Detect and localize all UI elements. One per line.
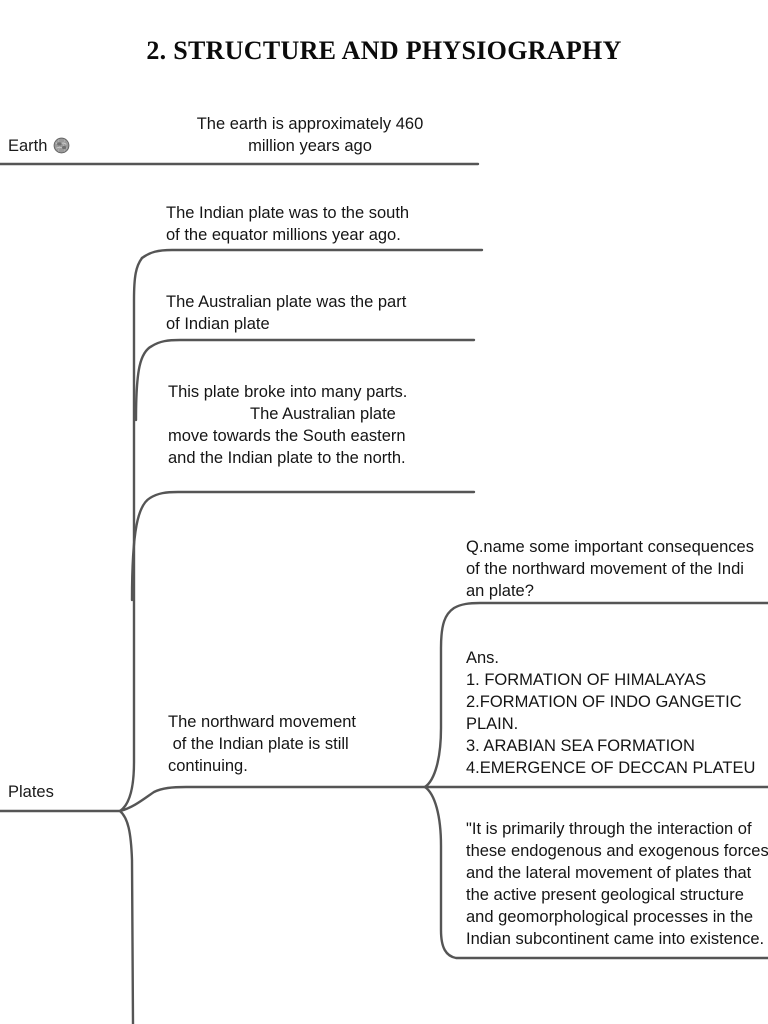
text-australian-plate-part: The Australian plate was the part of Ind…	[166, 292, 476, 336]
text-line: Ans.	[466, 649, 500, 667]
text-line: "It is primarily through the interaction…	[466, 820, 752, 838]
text-line: of the Indian plate is still	[168, 734, 349, 753]
text-line: an plate?	[466, 581, 534, 600]
text-line: The earth is approximately 460	[196, 115, 424, 133]
node-plates-label: Plates	[8, 783, 54, 801]
text-line: 3. ARABIAN SEA FORMATION	[466, 736, 695, 755]
branch-line-indian-plate	[140, 248, 484, 260]
text-indian-plate-south: The Indian plate was to the south of the…	[166, 203, 476, 247]
trunk-lower	[118, 809, 135, 1024]
branch-line-plate-broke	[130, 490, 476, 602]
text-line: and the Indian plate to the north.	[168, 448, 406, 467]
text-line: PLAIN.	[466, 714, 519, 733]
text-line: The Australian plate	[250, 404, 396, 423]
text-line: continuing.	[168, 756, 248, 775]
text-line: The Indian plate was to the south	[166, 204, 410, 222]
text-line: 4.EMERGENCE OF DECCAN PLATEU	[466, 758, 756, 777]
text-line: The northward movement	[168, 713, 357, 731]
text-line: Q.name some important consequences	[466, 538, 754, 556]
text-northward-movement: The northward movement of the Indian pla…	[168, 712, 468, 778]
text-line: This plate broke into many parts.	[168, 383, 408, 401]
text-quote: "It is primarily through the interaction…	[466, 819, 768, 951]
text-earth-fact: The earth is approximately 460 million y…	[170, 114, 450, 158]
node-earth-label: Earth	[8, 137, 48, 155]
text-line: 2.FORMATION OF INDO GANGETIC	[466, 692, 742, 711]
text-line: and geomorphological processes in the	[466, 907, 754, 926]
text-line: these endogenous and exogenous forces	[466, 841, 768, 860]
main-trunk	[118, 256, 144, 813]
text-line: of the equator millions year ago.	[166, 225, 401, 244]
text-line: the active present geological structure	[466, 885, 744, 904]
page-title: 2. STRUCTURE AND PHYSIOGRAPHY	[146, 36, 622, 65]
text-question: Q.name some important consequences of th…	[466, 537, 766, 603]
text-answer-list: Ans. 1. FORMATION OF HIMALAYAS 2.FORMATI…	[466, 648, 766, 780]
text-plate-broke: This plate broke into many parts. The Au…	[168, 382, 478, 470]
text-line: million years ago	[248, 136, 372, 155]
branch-line-northward	[118, 785, 427, 813]
node-earth[interactable]: Earth	[8, 137, 70, 156]
text-line: move towards the South eastern	[168, 426, 406, 445]
text-line: of Indian plate	[166, 314, 270, 333]
text-line: 1. FORMATION OF HIMALAYAS	[466, 670, 707, 689]
text-line: and the lateral movement of plates that	[466, 863, 752, 882]
text-line: of the northward movement of the Indi	[466, 559, 744, 578]
text-line: The Australian plate was the part	[166, 293, 407, 311]
text-line: Indian subcontinent came into existence.	[466, 929, 765, 948]
node-plates[interactable]: Plates	[8, 783, 54, 802]
globe-icon	[53, 137, 70, 154]
